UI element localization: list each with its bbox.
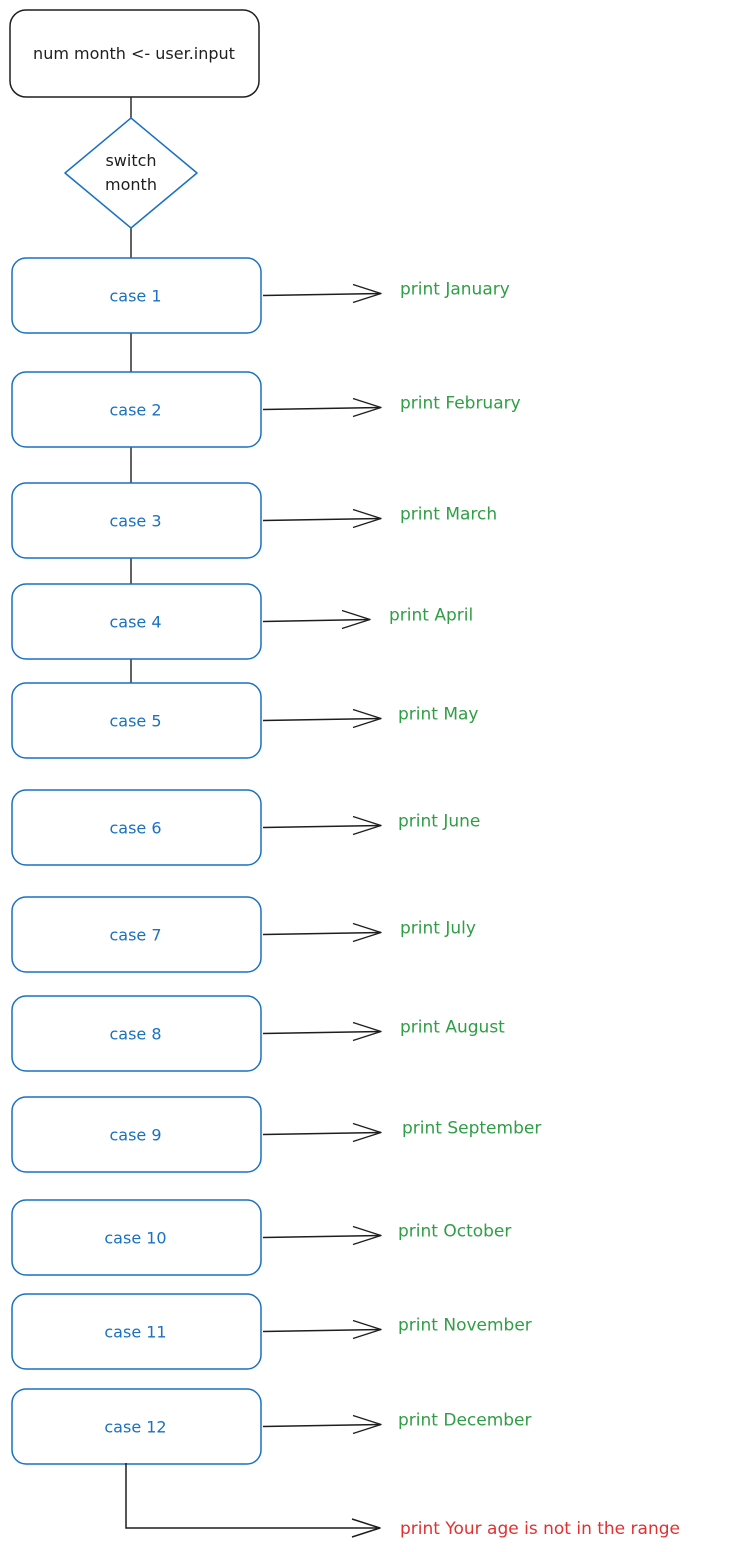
case-label: case 8 [109, 1025, 161, 1044]
arrow-line [262, 1423, 382, 1428]
case-node-4: case 4 print April [11, 583, 473, 660]
case-box [11, 482, 262, 559]
case-output-label: print January [400, 280, 510, 300]
case-box [11, 583, 262, 660]
arrow-line [262, 517, 382, 522]
arrow-head [352, 1414, 382, 1435]
case-label: case 1 [109, 287, 161, 306]
case-box [11, 371, 262, 448]
case-output-label: print July [400, 919, 476, 939]
case-node-10: case 10 print October [11, 1199, 511, 1276]
default-output-label: print Your age is not in the range [400, 1519, 680, 1539]
case-label: case 10 [104, 1229, 166, 1248]
case-output-label: print March [400, 505, 497, 525]
case-label: case 3 [109, 512, 161, 531]
case-node-2: case 2 print February [11, 371, 521, 448]
case-node-7: case 7 print July [11, 896, 476, 973]
case-output-label: print October [398, 1222, 511, 1242]
case-output-label: print August [400, 1018, 505, 1038]
case-node-6: case 6 print June [11, 789, 480, 866]
arrow-head [352, 397, 382, 418]
arrow-head [352, 1225, 382, 1246]
arrow-line [262, 292, 382, 297]
case-box [11, 257, 262, 334]
case-node-9: case 9 print September [11, 1096, 541, 1173]
case-label: case 4 [109, 613, 161, 632]
arrow-head [352, 283, 382, 304]
case-box [11, 1199, 262, 1276]
case-label: case 6 [109, 819, 161, 838]
case-box [11, 789, 262, 866]
arrow-head [352, 1319, 382, 1340]
case-label: case 2 [109, 401, 161, 420]
arrow-line [262, 931, 382, 936]
case-box [11, 1096, 262, 1173]
start-text: num month <- user.input [33, 44, 235, 63]
arrow-line [262, 824, 382, 829]
case-box [11, 896, 262, 973]
arrow-line [262, 406, 382, 411]
case-output-label: print December [398, 1411, 532, 1431]
arrow-head [341, 609, 371, 630]
arrow-line [262, 1234, 382, 1239]
case-node-8: case 8 print August [11, 995, 505, 1072]
case-node-11: case 11 print November [11, 1293, 532, 1370]
arrow-line [262, 1030, 382, 1035]
case-node-12: case 12 print December [11, 1388, 532, 1465]
arrow-line [262, 1328, 382, 1333]
arrow-head [352, 815, 382, 836]
case-label: case 9 [109, 1126, 161, 1145]
default-branch: print Your age is not in the range [125, 1463, 680, 1539]
decision-node: switch month [64, 117, 198, 229]
case-label: case 5 [109, 712, 161, 731]
case-label: case 7 [109, 926, 161, 945]
arrow-head [352, 508, 382, 529]
arrow-line [262, 618, 371, 623]
case-box [11, 682, 262, 759]
arrow-head [352, 1021, 382, 1042]
case-node-5: case 5 print May [11, 682, 479, 759]
start-node: num month <- user.input [9, 9, 260, 98]
case-output-label: print May [398, 705, 479, 725]
decision-line-2: month [105, 175, 157, 194]
case-label: case 12 [104, 1418, 166, 1437]
case-output-label: print November [398, 1316, 532, 1336]
arrow-head [352, 708, 382, 729]
arrow-head [352, 922, 382, 943]
case-box [11, 1293, 262, 1370]
case-node-1: case 1 print January [11, 257, 510, 334]
arrow-line [262, 717, 382, 722]
case-label: case 11 [104, 1323, 166, 1342]
arrow-line [262, 1131, 382, 1136]
case-box [11, 995, 262, 1072]
decision-line-1: switch [105, 151, 156, 170]
case-box [11, 1388, 262, 1465]
case-node-3: case 3 print March [11, 482, 497, 559]
arrow-head [352, 1122, 382, 1143]
case-output-label: print February [400, 394, 521, 414]
case-output-label: print April [389, 606, 473, 626]
case-output-label: print June [398, 812, 480, 832]
case-output-label: print September [402, 1119, 541, 1139]
